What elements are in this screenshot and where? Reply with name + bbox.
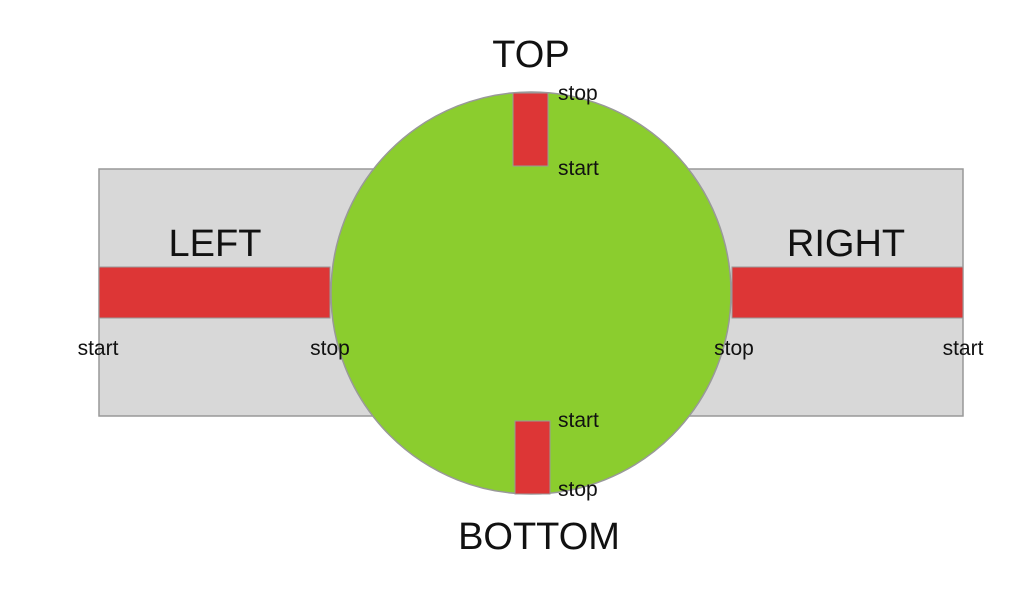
bottom-stop-label: stop	[558, 478, 598, 501]
bottom-bar	[514, 420, 551, 495]
top-stop-label: stop	[558, 82, 598, 105]
left-stop-label: stop	[310, 337, 350, 360]
top-start-label: start	[558, 157, 599, 180]
bottom-start-label: start	[558, 409, 599, 432]
left-label: LEFT	[169, 223, 262, 265]
top-bar	[512, 92, 549, 167]
left-bar	[98, 266, 331, 319]
right-start-label: start	[943, 337, 984, 360]
right-stop-label: stop	[714, 337, 754, 360]
right-label: RIGHT	[787, 223, 905, 265]
left-start-label: start	[78, 337, 119, 360]
bottom-label: BOTTOM	[458, 516, 620, 558]
top-label: TOP	[492, 34, 569, 76]
right-bar	[731, 266, 964, 319]
